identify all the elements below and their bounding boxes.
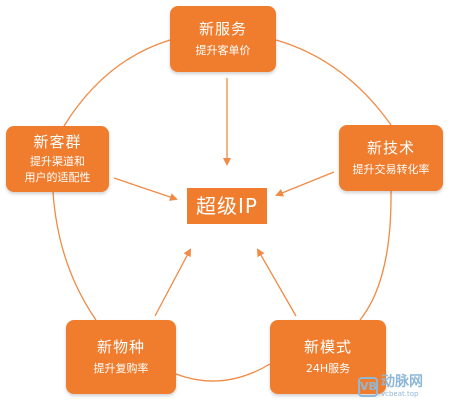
arrow-tech-center — [275, 171, 335, 197]
watermark-text: 动脉网 vcbeat.top — [381, 375, 423, 399]
node-subtitle-line: 用户的适配性 — [24, 171, 91, 184]
watermark-logo-icon: VB — [358, 377, 378, 397]
watermark-name: 动脉网 — [381, 374, 423, 390]
ring-arc-tech-model — [359, 190, 392, 321]
ring-arc-model-product — [175, 363, 271, 382]
ring-arc-service-tech — [275, 39, 392, 126]
node-subtitle: 24H服务 — [305, 362, 351, 375]
node-title: 新技术 — [366, 139, 415, 157]
node-new-customer-group: 新客群 提升渠道和 用户的适配性 — [6, 126, 109, 192]
node-subtitle-line: 提升渠道和 — [30, 155, 85, 168]
node-new-service: 新服务 提升客单价 — [170, 6, 276, 72]
node-subtitle: 提升渠道和 用户的适配性 — [25, 154, 91, 186]
watermark-url: vcbeat.top — [381, 390, 419, 398]
node-subtitle: 提升交易转化率 — [352, 163, 430, 176]
watermark: VB 动脉网 vcbeat.top — [358, 374, 450, 400]
node-new-model: 新模式 24H服务 — [270, 320, 386, 394]
node-title: 新服务 — [198, 20, 247, 38]
node-new-tech: 新技术 提升交易转化率 — [339, 125, 443, 191]
ring-arc-customer-service — [63, 39, 171, 127]
node-title: 新模式 — [303, 338, 352, 356]
arrow-customer-center — [113, 177, 178, 201]
arrow-model-center — [257, 248, 297, 317]
center-label: 超级IP — [187, 188, 267, 224]
arrow-product-center — [154, 248, 191, 317]
ring-arc-product-customer — [52, 191, 97, 321]
node-title: 新物种 — [96, 338, 145, 356]
node-new-species: 新物种 提升复购率 — [66, 320, 176, 394]
node-title: 新客群 — [33, 133, 82, 151]
node-subtitle: 提升复购率 — [93, 362, 149, 375]
node-subtitle: 提升客单价 — [195, 44, 251, 57]
